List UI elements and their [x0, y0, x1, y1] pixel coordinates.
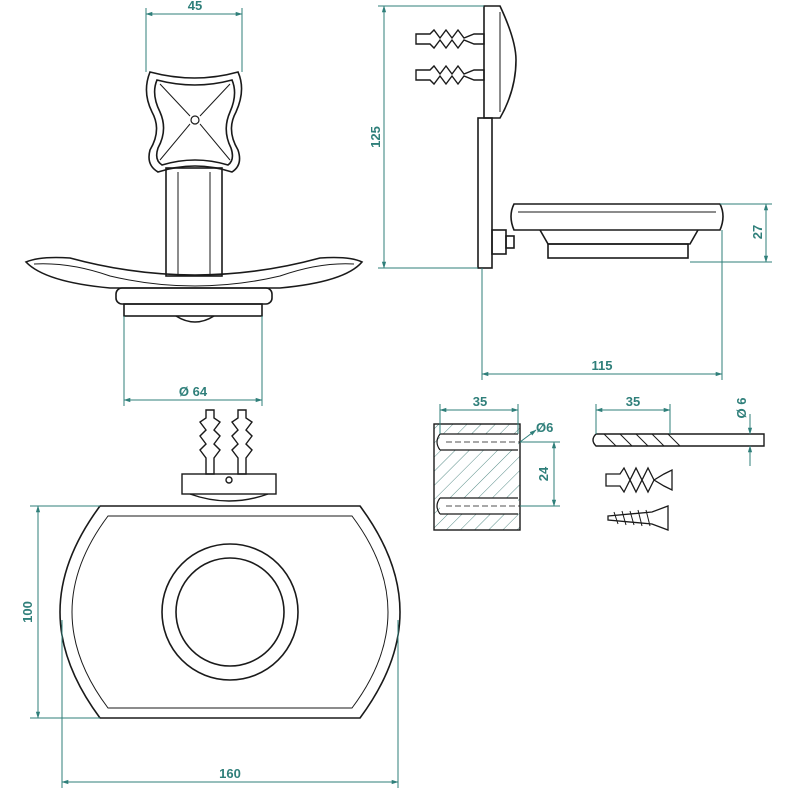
- front-stem: [165, 167, 223, 277]
- side-wall-plugs: [415, 28, 485, 86]
- top-dim-100-label: 100: [20, 601, 35, 623]
- front-wall-plate: [145, 71, 243, 173]
- screw-icon: [607, 505, 669, 531]
- top-dim-100: [30, 505, 100, 719]
- side-dim-27: [690, 203, 772, 263]
- side-view: [415, 5, 724, 269]
- drill-dim-35-label: 35: [626, 394, 640, 409]
- top-cup-ring: [161, 543, 299, 681]
- side-wall-plate: [483, 5, 517, 119]
- drill-dim-d6-label: Ø 6: [734, 398, 749, 419]
- front-cup-lip: [115, 287, 273, 305]
- wall-dim-d6-label: Ø6: [536, 420, 553, 435]
- front-plug-right: [230, 409, 254, 475]
- front-cup-base: [123, 303, 263, 317]
- top-cup-hole: [175, 557, 285, 667]
- front-dim-45: [145, 8, 243, 72]
- side-arm: [477, 117, 493, 269]
- wall-plug-icon: [605, 466, 673, 494]
- side-dim-125-label: 125: [368, 126, 383, 148]
- side-dim-125: [378, 5, 484, 269]
- top-dim-160-label: 160: [219, 766, 241, 781]
- top-view: [59, 505, 401, 719]
- front-dim-45-label: 45: [188, 0, 202, 13]
- front-dim-64-label: Ø 64: [179, 384, 208, 399]
- wall-dim-35: [439, 404, 519, 434]
- wall-section: [433, 423, 530, 531]
- top-dim-160: [61, 620, 399, 788]
- side-dim-115: [481, 230, 723, 380]
- front-mount-assembly: [181, 409, 277, 502]
- front-mount-bracket: [181, 473, 277, 495]
- side-tray: [510, 203, 724, 231]
- drill-bit-icon: [592, 433, 765, 447]
- side-dim-115-label: 115: [592, 358, 613, 373]
- front-tray: [24, 256, 364, 289]
- wall-dim-35-label: 35: [473, 394, 487, 409]
- drill-dim-35: [595, 404, 671, 434]
- wall-dim-24-label: 24: [536, 466, 551, 481]
- wall-dim-24: [520, 441, 560, 507]
- front-dim-64: [123, 316, 263, 406]
- front-center-screw: [190, 115, 200, 125]
- front-view: [24, 71, 364, 323]
- side-dim-27-label: 27: [750, 225, 765, 239]
- front-plug-left: [198, 409, 222, 475]
- top-tray-outline: [59, 505, 401, 719]
- wall-dim-d6: [519, 429, 537, 443]
